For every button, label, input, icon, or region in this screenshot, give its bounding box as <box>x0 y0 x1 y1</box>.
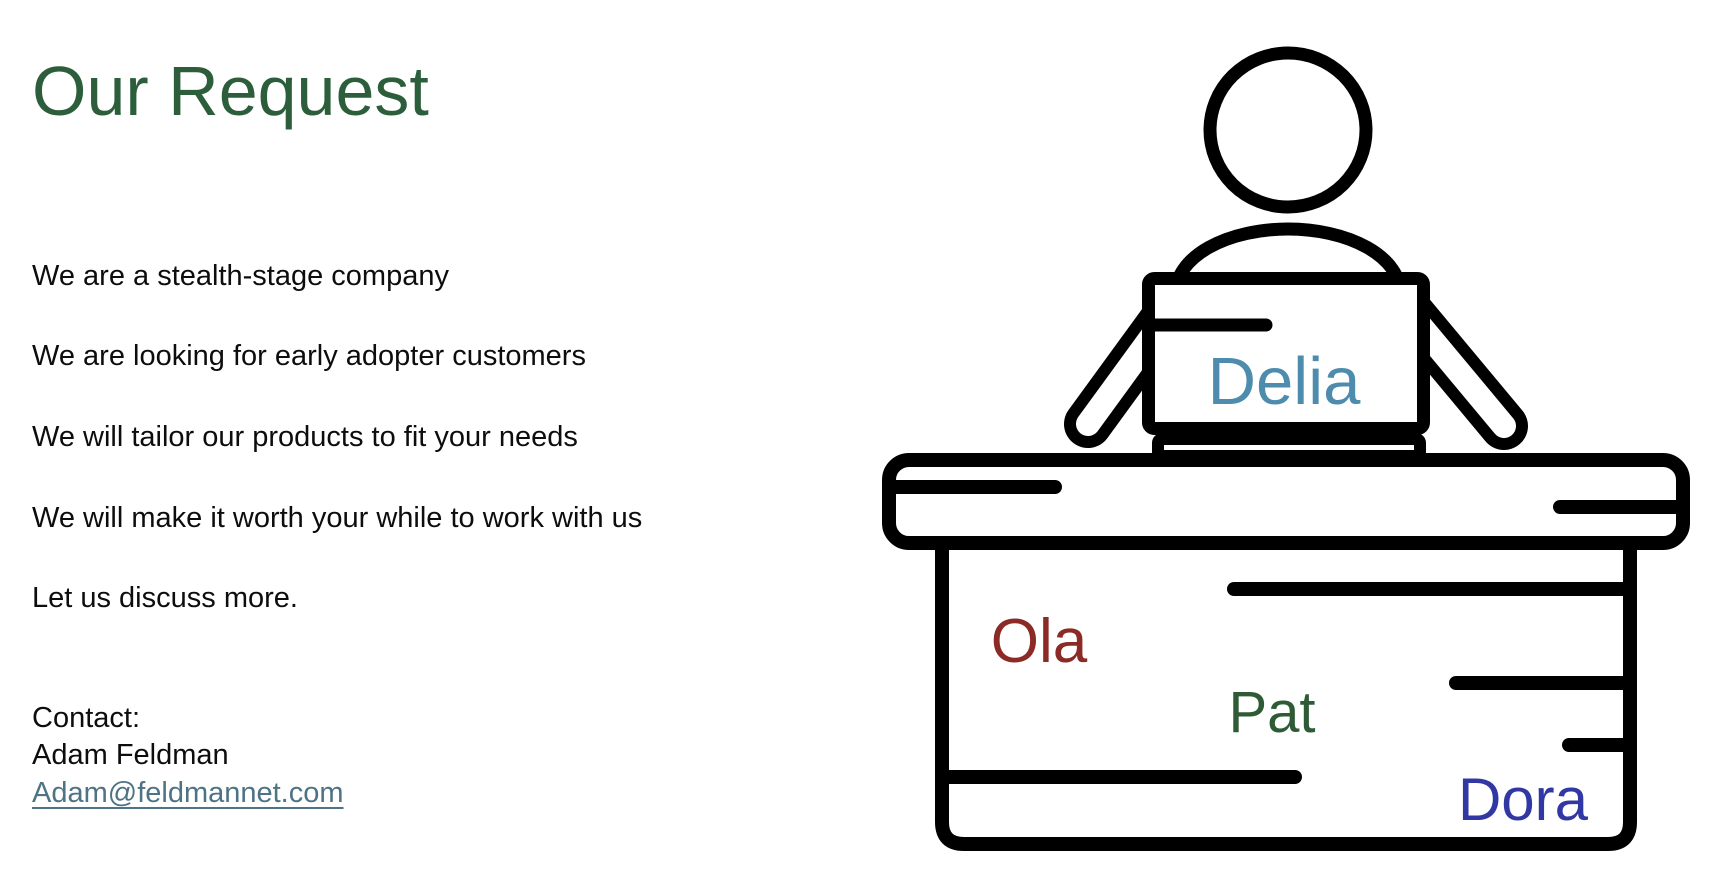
body-line-2: We are looking for early adopter custome… <box>32 340 586 372</box>
desk-name-label-dora: Dora <box>1458 766 1589 833</box>
contact-email-link[interactable]: Adam@feldmannet.com <box>32 777 344 809</box>
desk-name-label-ola: Ola <box>991 607 1088 676</box>
body-line-3: We will tailor our products to fit your … <box>32 421 578 453</box>
contact-person-name: Adam Feldman <box>32 739 229 771</box>
contact-label: Contact: <box>32 702 140 734</box>
laptop-name-label: Delia <box>1208 344 1361 419</box>
body-line-4: We will make it worth your while to work… <box>32 502 643 534</box>
person-head-icon <box>1203 46 1373 214</box>
body-line-1: We are a stealth-stage company <box>32 260 449 292</box>
laptop-screen-icon <box>1142 272 1430 435</box>
contact-email-line: Adam@feldmannet.com <box>32 779 344 808</box>
body-line-5: Let us discuss more. <box>32 582 298 614</box>
desk-name-label-pat: Pat <box>1228 680 1315 745</box>
page-title: Our Request <box>32 52 429 130</box>
